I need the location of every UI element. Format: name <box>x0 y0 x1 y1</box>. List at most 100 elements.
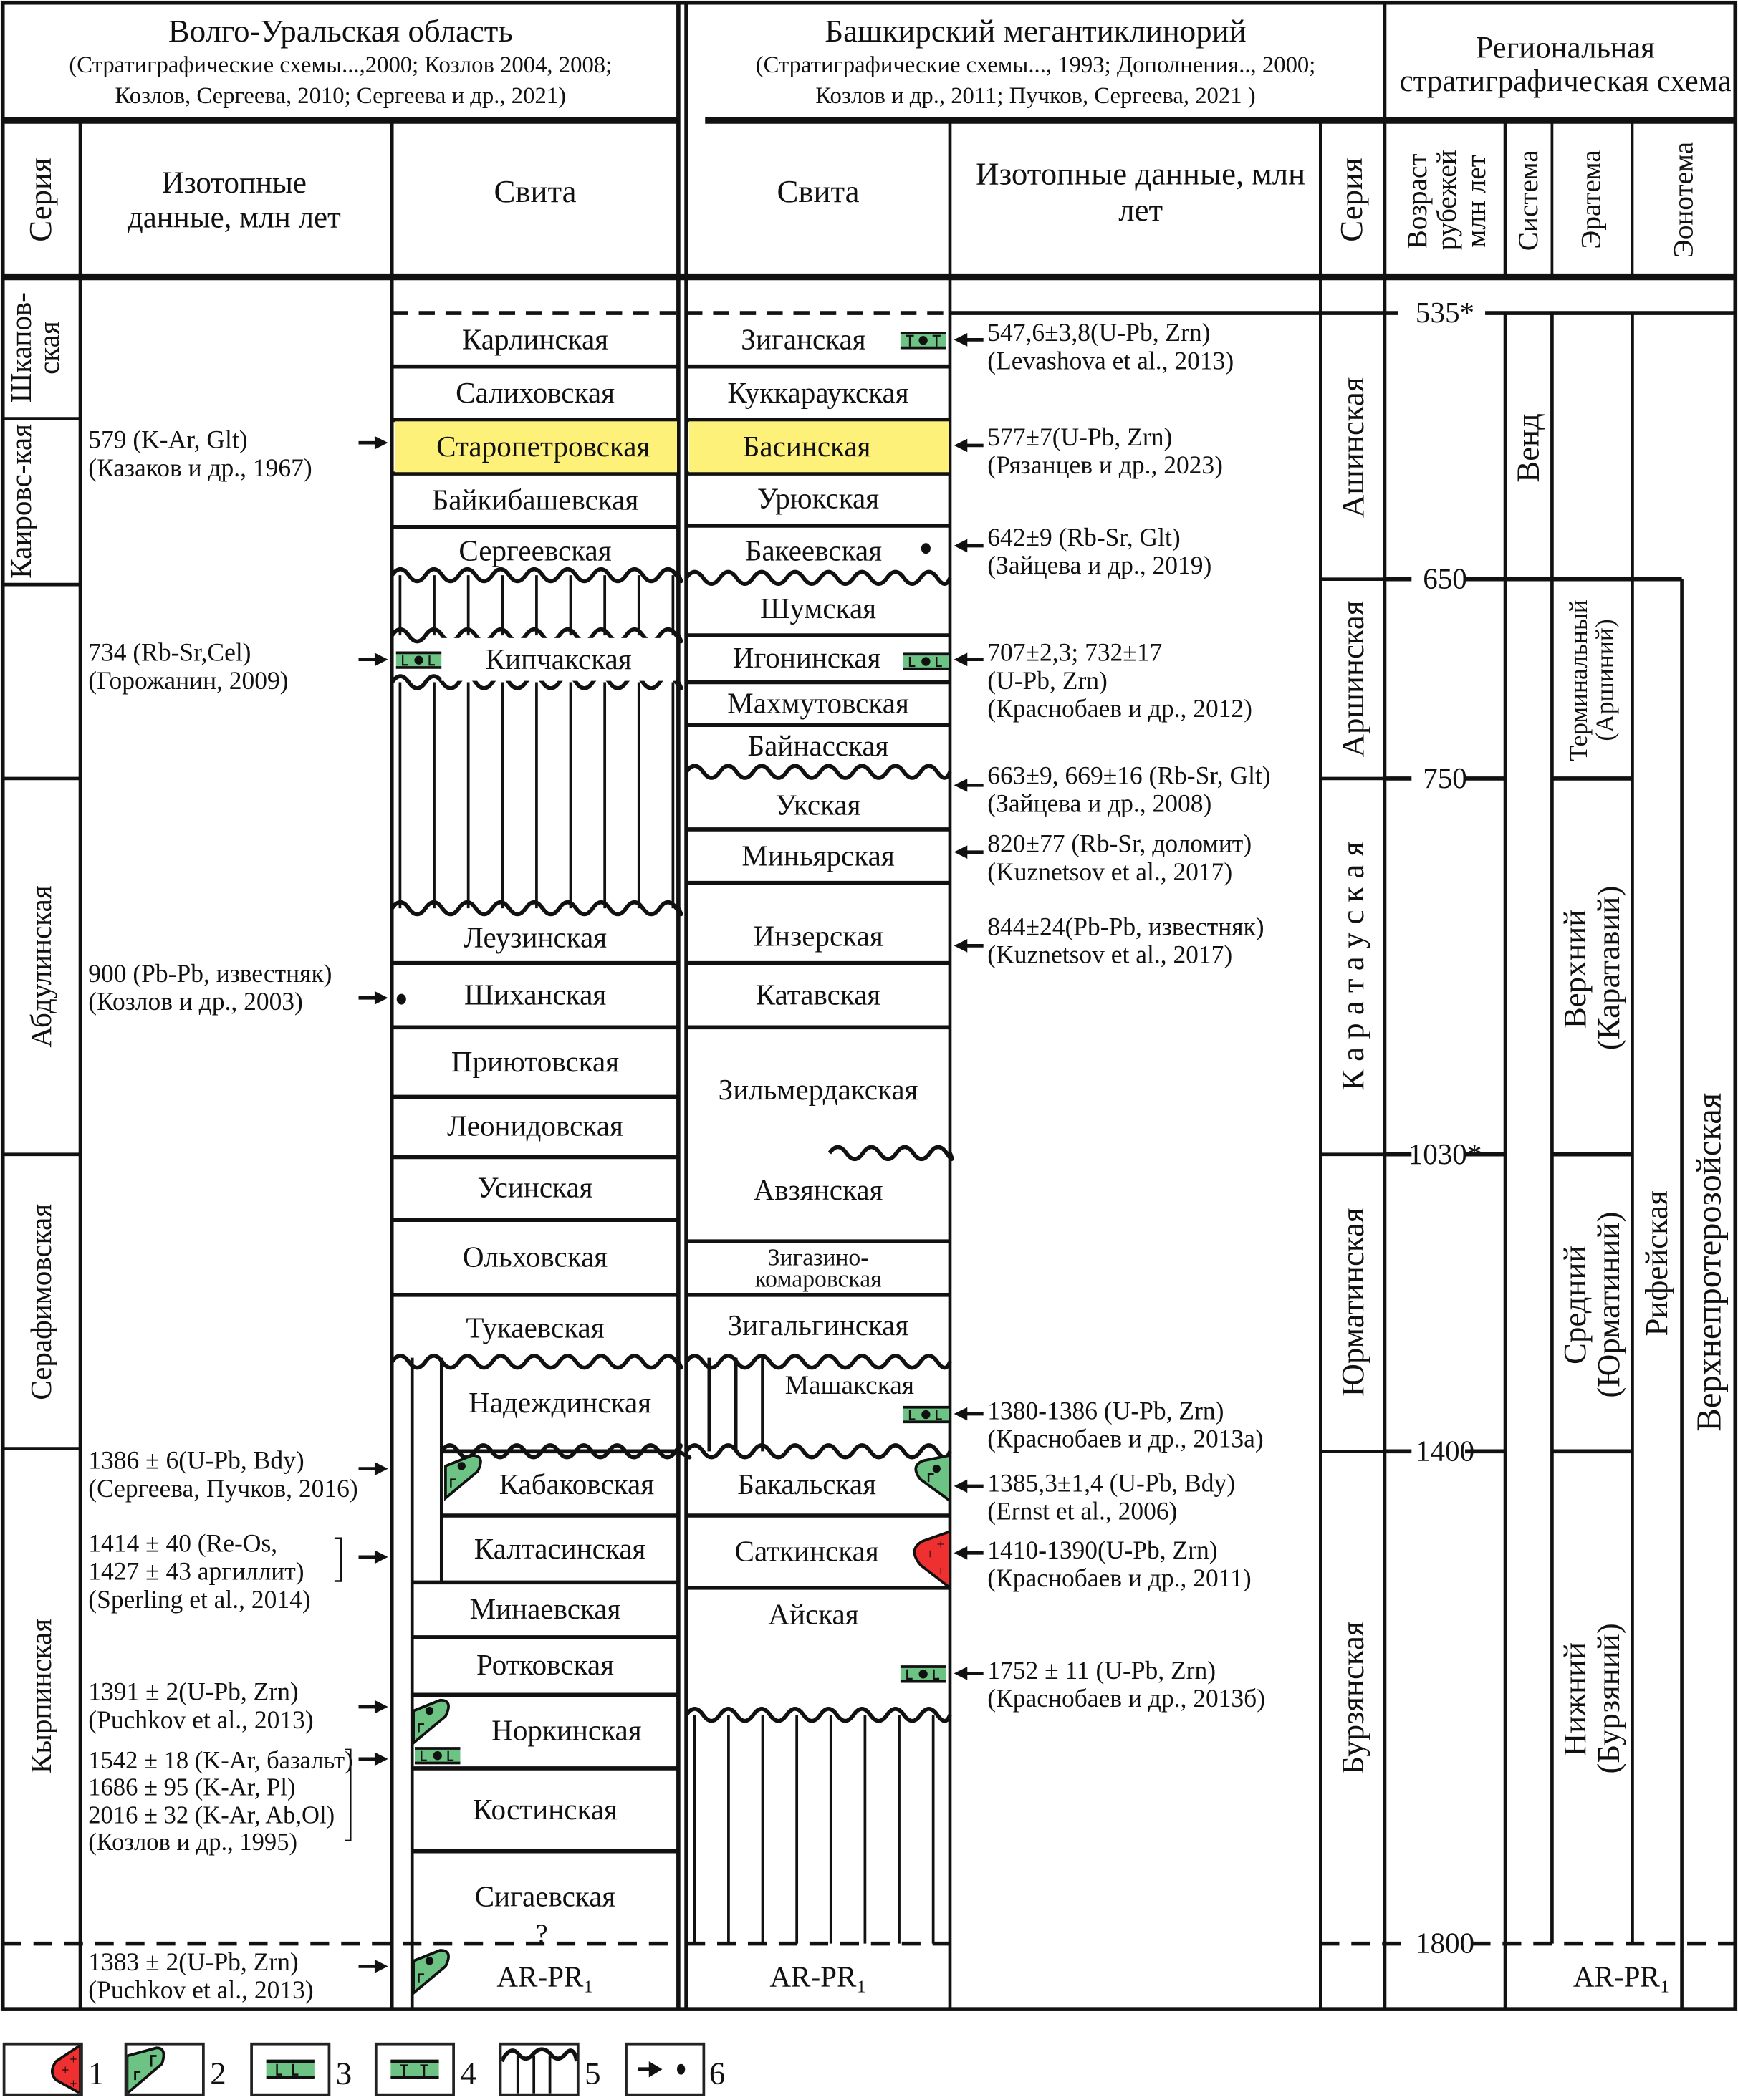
arrow-right-icon <box>374 1752 388 1766</box>
outer-frame <box>0 0 1738 2011</box>
age-boundary: 1400 <box>1415 1433 1475 1468</box>
suite-right: Инзерская <box>753 918 883 953</box>
arrow-right-icon <box>374 652 388 667</box>
volga-title: Волго-Уральская область <box>168 14 513 50</box>
isotope-left: 1391 ± 2(U-Pb, Zrn)(Puchkov et al., 2013… <box>88 1678 314 1735</box>
col-suite-left: Свита <box>494 175 577 211</box>
arrow-left-icon <box>954 778 968 792</box>
isotope-right: 1385,3±1,4 (U-Pb, Bdy)(Ernst et al., 200… <box>987 1470 1236 1526</box>
arrow-left-icon <box>954 1546 968 1560</box>
isotope-left: 1383 ± 2(U-Pb, Zrn)(Puchkov et al., 2013… <box>88 1949 314 2005</box>
legend-label: 3 <box>335 2057 352 2092</box>
series-label: Юрматинская <box>1336 1208 1371 1397</box>
suite-right: Зиганская <box>741 322 866 356</box>
suite-right: Зильмердакская <box>718 1072 918 1107</box>
suite-left: Норкинская <box>491 1714 642 1748</box>
age-boundary: 1800 <box>1415 1926 1475 1960</box>
age-boundary: 750 <box>1423 761 1467 795</box>
age-boundary: 1030* <box>1408 1137 1482 1170</box>
sample-dot-icon <box>921 543 931 554</box>
basalt-icon <box>412 1698 450 1746</box>
eonotem-upper-proterozoic: Верхнепротерозойская <box>1684 582 1735 1943</box>
sample-dot-icon <box>396 993 406 1005</box>
series-label: Аршинская <box>1336 600 1371 758</box>
series-label: Каировс-кая <box>4 424 38 579</box>
age-boundary: 650 <box>1423 562 1467 595</box>
series-karatauskaya: К а р а т а у с к а я <box>1323 779 1385 1155</box>
series-shkapovskaya: Шкапов-ская <box>3 277 80 419</box>
suite-left: Ольховская <box>462 1240 608 1273</box>
regional-base: AR-PR₁ <box>1573 1960 1671 1994</box>
suite-right: Байнасская <box>747 729 889 764</box>
eonotem-label: Верхнепротерозойская <box>1689 1093 1729 1432</box>
series-label: Серафимовская <box>24 1203 58 1400</box>
symbol-dot <box>457 1462 466 1470</box>
arrow-left-icon <box>954 1479 968 1493</box>
legend-hiatus-icon <box>499 2042 580 2096</box>
symbol-dot <box>921 1410 931 1420</box>
arrow-left-icon <box>954 845 968 859</box>
series-yurmatinskaya: Юрматинская <box>1323 1155 1385 1452</box>
series-label: Бурзянская <box>1336 1621 1371 1774</box>
isotope-left: 1386 ± 6(U-Pb, Bdy)(Сергеева, Пучков, 20… <box>88 1447 358 1503</box>
col-age-label: Возраст рубежей млн лет <box>1401 150 1492 251</box>
series-label: Шкапов-ская <box>4 292 66 403</box>
unconformity-line <box>390 567 683 584</box>
suite-left: Шиханская <box>464 978 607 1011</box>
eratem-label: Верхний (Каратавий) <box>1558 885 1628 1050</box>
suite-left: Кипчакская <box>441 637 676 681</box>
series-kairovskaya: Каировс-кая <box>3 419 80 585</box>
unconformity-line <box>390 674 683 690</box>
bashkir-title: Башкирский мегантиклинорий <box>825 14 1247 50</box>
col-age: Возраст рубежей млн лет <box>1388 123 1505 277</box>
col-series-right-label: Серия <box>1335 158 1370 242</box>
symbol-dot <box>918 1670 928 1679</box>
symbol-glyph <box>418 1973 425 1983</box>
col-eratem-label: Эратема <box>1575 150 1608 250</box>
suite-right: Машакская <box>784 1371 915 1401</box>
symbol-glyph: + <box>926 1546 934 1562</box>
unconformity-line <box>684 569 952 586</box>
series-burzyanskaya: Бурзянская <box>1323 1451 1385 1943</box>
suite-right: Бакеевская <box>744 534 883 568</box>
isotope-right: 642±9 (Rb-Sr, Glt)(Зайцева и др., 2019) <box>987 524 1212 581</box>
bashkir-refs-1: (Стратиграфические схемы..., 1993; Допол… <box>755 51 1316 79</box>
suite-left: Старопетровская <box>436 429 650 463</box>
suite-left: Сигаевская <box>474 1879 616 1914</box>
system-vend: Венд <box>1508 316 1552 579</box>
col-eonotem: Эонотема <box>1632 123 1735 277</box>
symbol-dot <box>414 655 423 665</box>
unconformity-line <box>390 900 683 917</box>
suite-left: Байкибашевская <box>431 483 639 516</box>
arrow-right-icon <box>374 991 388 1005</box>
unconformity-line <box>390 627 683 644</box>
symbol-dot <box>433 1751 442 1761</box>
eratem-label: Терминальный (Аршиний) <box>1565 599 1621 761</box>
isotope-right: 820±77 (Rb-Sr, доломит)(Kuznetsov et al.… <box>987 830 1252 887</box>
unconformity-line <box>390 1354 683 1370</box>
col-eratem: Эратема <box>1552 123 1632 277</box>
svg-text:+: + <box>69 2076 77 2091</box>
col-system-label: Система <box>1512 149 1545 251</box>
bracket <box>334 1537 342 1582</box>
legend-tuff-t-icon <box>374 2042 455 2096</box>
symbol-glyph <box>927 1473 934 1483</box>
isotope-right: 1752 ± 11 (U-Pb, Zrn)(Краснобаев и др., … <box>987 1657 1266 1714</box>
system-label: Венд <box>1512 413 1547 483</box>
suite-right: Зигазино-комаровская <box>754 1243 882 1293</box>
series-label: Ашинская <box>1336 377 1371 518</box>
unconformity-line <box>684 1707 952 1723</box>
suite-right: AR-PR₁ <box>769 1960 867 1994</box>
unconformity-line <box>440 1443 692 1460</box>
eratem-label: Нижний (Бурзяний) <box>1558 1623 1628 1774</box>
col-eonotem-label: Эонотема <box>1666 142 1699 259</box>
highlight-basinskaya <box>688 421 949 473</box>
symbol-dot <box>918 336 928 345</box>
arrow-left-icon <box>954 333 968 347</box>
legend-sample-arrow-icon <box>625 2042 706 2096</box>
symbol-glyph <box>908 656 942 668</box>
arrow-right-icon <box>374 1550 388 1564</box>
volga-refs-1: (Стратиграфические схемы...,2000; Козлов… <box>69 51 613 79</box>
suite-right: Бакальская <box>737 1468 877 1502</box>
